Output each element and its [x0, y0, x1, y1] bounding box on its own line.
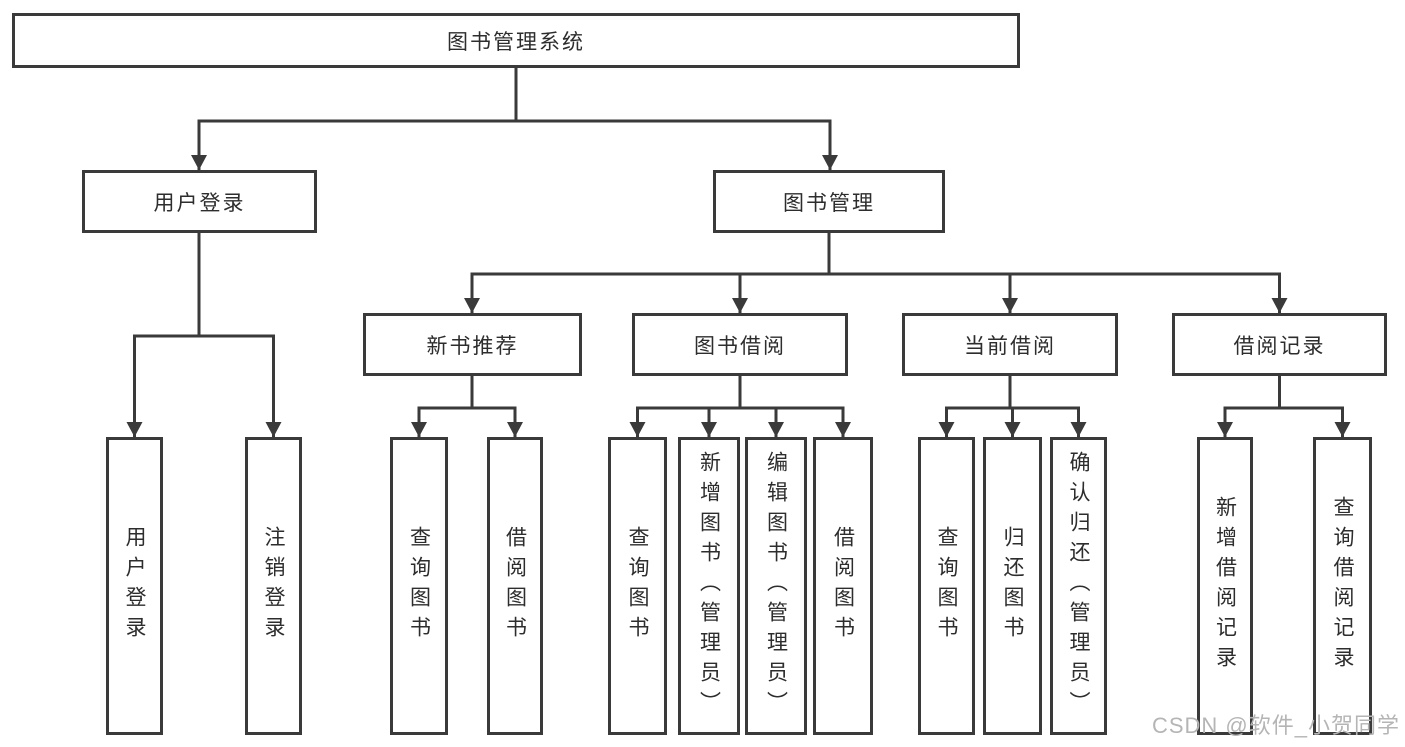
- leaf-user-login: 用户登录: [106, 437, 163, 735]
- node-label: 借阅记录: [1233, 334, 1326, 358]
- leaf-borrow-books: 借阅图书: [813, 437, 873, 735]
- node-root: 图书管理系统: [12, 13, 1020, 68]
- node-label: 用户登录: [153, 191, 246, 215]
- node-label: 当前借阅: [964, 334, 1056, 358]
- leaf-query-books-borrow: 查询图书: [608, 437, 667, 735]
- node-label: 编辑图书（管理员）: [764, 451, 788, 721]
- node-label: 查询图书: [935, 526, 958, 646]
- node-label: 确认归还（管理员）: [1067, 451, 1090, 721]
- node-label: 查询借阅记录: [1331, 496, 1354, 676]
- leaf-query-books-current: 查询图书: [918, 437, 975, 735]
- node-book-management: 图书管理: [713, 170, 945, 233]
- leaf-add-books-admin: 新增图书（管理员）: [678, 437, 740, 735]
- node-current-borrow: 当前借阅: [902, 313, 1118, 376]
- leaf-edit-books-admin: 编辑图书（管理员）: [745, 437, 807, 735]
- node-label: 借阅图书: [831, 526, 855, 646]
- node-book-borrow: 图书借阅: [632, 313, 848, 376]
- leaf-borrow-books-recommend: 借阅图书: [487, 437, 543, 735]
- leaf-logout: 注销登录: [245, 437, 302, 735]
- csdn-watermark: CSDN @软件_小贺同学: [1151, 713, 1400, 738]
- node-borrow-record: 借阅记录: [1172, 313, 1387, 376]
- node-label: 借阅图书: [503, 526, 527, 646]
- leaf-return-books: 归还图书: [983, 437, 1042, 735]
- node-label: 新增图书（管理员）: [697, 451, 721, 721]
- node-label: 归还图书: [1001, 526, 1024, 646]
- node-label: 新增借阅记录: [1213, 496, 1237, 676]
- node-label: 图书借阅: [694, 334, 786, 358]
- leaf-query-books-recommend: 查询图书: [390, 437, 448, 735]
- node-label: 用户登录: [123, 526, 146, 646]
- node-label: 注销登录: [262, 526, 285, 646]
- node-label: 查询图书: [407, 526, 431, 646]
- node-label: 图书管理: [783, 191, 875, 215]
- node-new-book-recommend: 新书推荐: [363, 313, 582, 376]
- node-user-login: 用户登录: [82, 170, 317, 233]
- node-label: 图书管理系统: [447, 30, 585, 54]
- node-label: 查询图书: [626, 526, 649, 646]
- leaf-query-borrow-record: 查询借阅记录: [1313, 437, 1372, 735]
- leaf-confirm-return-admin: 确认归还（管理员）: [1050, 437, 1107, 735]
- leaf-add-borrow-record: 新增借阅记录: [1197, 437, 1253, 735]
- node-label: 新书推荐: [426, 334, 519, 358]
